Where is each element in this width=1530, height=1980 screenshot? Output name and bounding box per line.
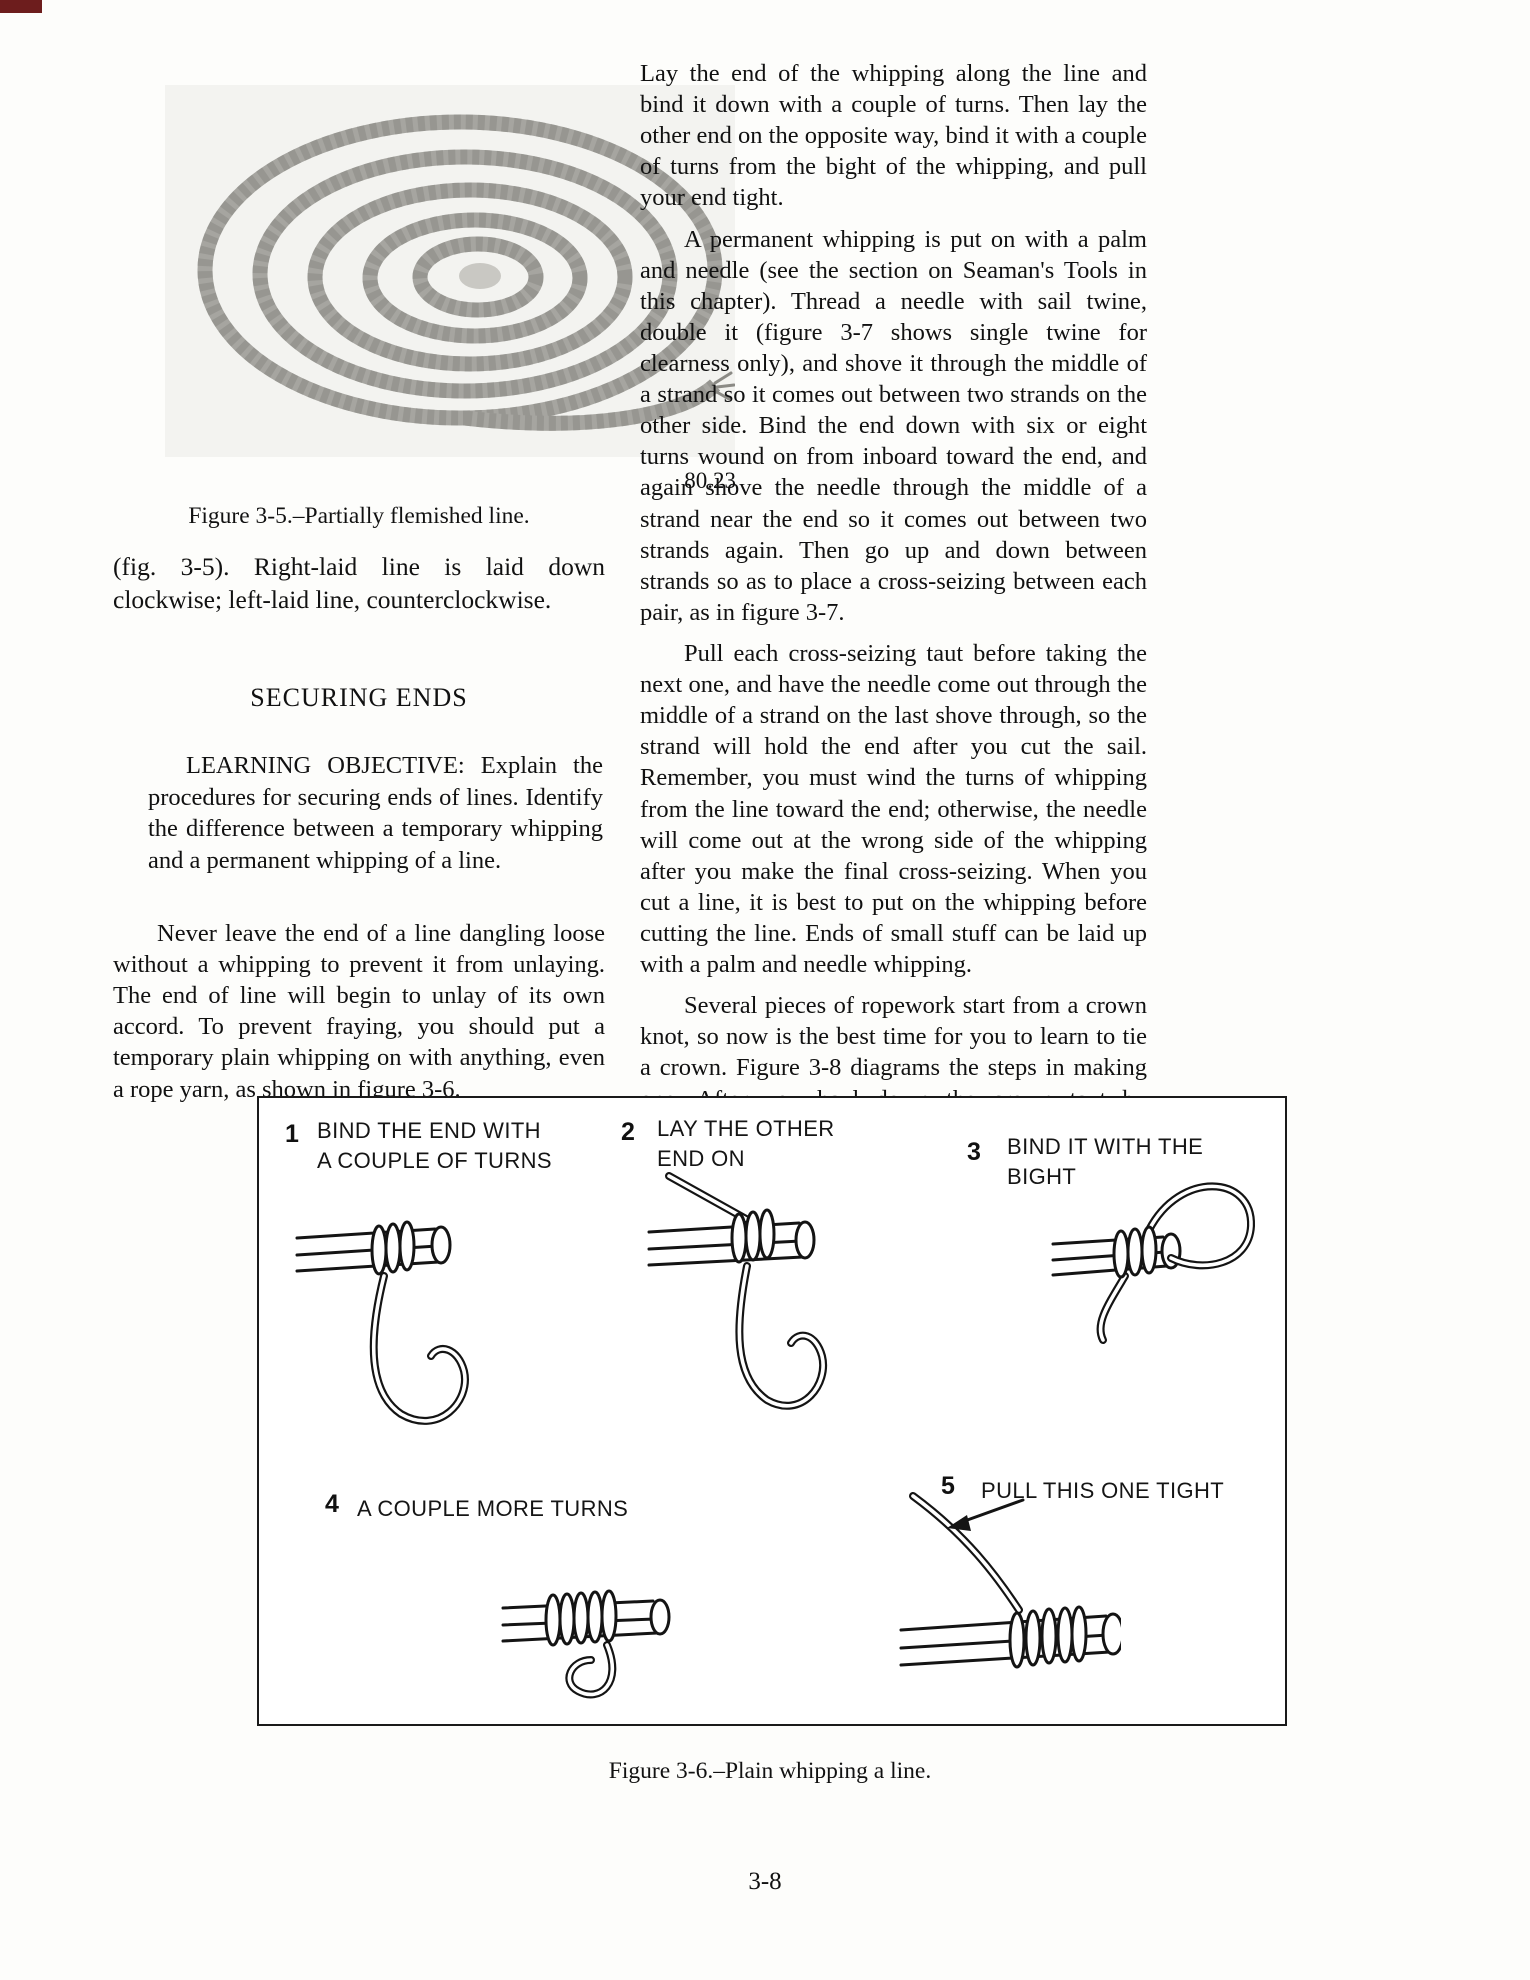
- section-heading: SECURING ENDS: [250, 683, 468, 712]
- page-number: 3-8: [748, 1868, 782, 1895]
- step-4-number: 4: [325, 1490, 339, 1518]
- whipping-diagram-step-5: [899, 1492, 1121, 1669]
- step-5-number: 5: [941, 1472, 955, 1500]
- whipping-diagram-step-2: [647, 1172, 828, 1410]
- step-2-label: LAY THE OTHER END ON: [657, 1116, 835, 1171]
- figure-3-5-photo: [165, 85, 736, 457]
- step-5-label: PULL THIS ONE TIGHT: [981, 1478, 1225, 1503]
- whipping-diagram-step-4: [501, 1589, 671, 1699]
- paragraph-lay-end: Lay the end of the whipping along the li…: [640, 60, 1147, 212]
- paragraph-cross-seizing: Pull each cross-seizing taut before taki…: [640, 639, 1147, 979]
- step-2-number: 2: [621, 1118, 635, 1146]
- whipping-diagram-step-1: [295, 1220, 469, 1425]
- step-1-label: BIND THE END WITH A COUPLE OF TURNS: [317, 1118, 552, 1173]
- step-4-label: A COUPLE MORE TURNS: [357, 1496, 629, 1521]
- figure-3-6-box: 1 BIND THE END WITH A COUPLE OF TURNS 2 …: [257, 1096, 1287, 1726]
- arrow-pointer: [947, 1498, 1025, 1531]
- learning-objective: LEARNING OBJECTIVE: Explain the procedur…: [148, 752, 603, 874]
- step-1-number: 1: [285, 1120, 299, 1148]
- figure-3-6-caption: Figure 3-6.–Plain whipping a line.: [608, 1758, 932, 1784]
- photo-credit: 80.23: [684, 468, 736, 493]
- rope-coil-illustration: [197, 114, 736, 431]
- paragraph-fig35: (fig. 3-5). Right-laid line is laid down…: [113, 552, 605, 615]
- paragraph-permanent-whipping: A permanent whipping is put on with a pa…: [640, 225, 1147, 626]
- step-3-number: 3: [967, 1138, 981, 1166]
- right-column: Lay the end of the whipping along the li…: [640, 58, 1147, 1156]
- paragraph-never-leave: Never leave the end of a line dangling l…: [113, 920, 605, 1103]
- figure-3-5-caption: Figure 3-5.–Partially flemished line.: [188, 503, 530, 529]
- whipping-diagram-step-3: [1051, 1182, 1256, 1344]
- step-3-label: BIND IT WITH THE BIGHT: [1007, 1134, 1204, 1189]
- scan-artifact: [0, 0, 42, 13]
